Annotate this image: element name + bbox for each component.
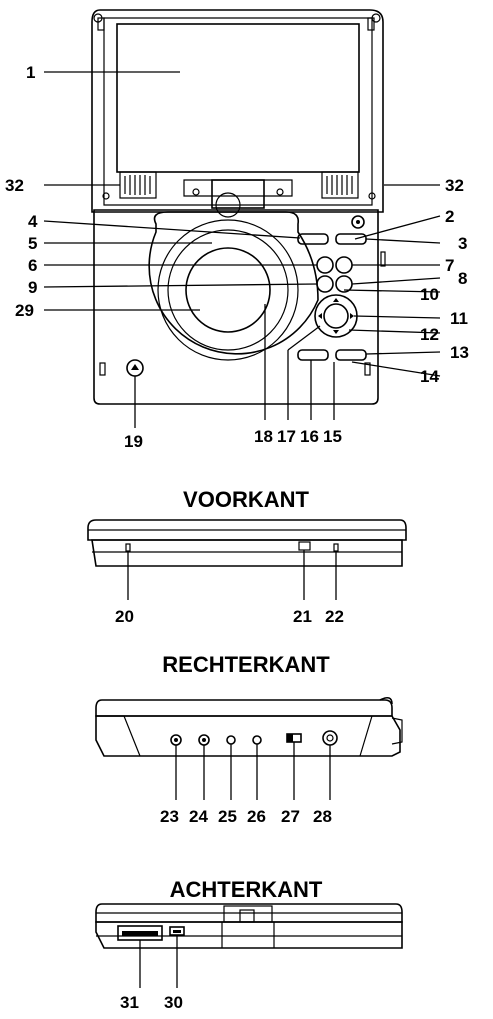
callout-22: 22: [325, 607, 344, 626]
speaker-left: [119, 171, 157, 199]
callout-19: 19: [124, 432, 143, 451]
callout-30: 30: [164, 993, 183, 1012]
callout-23: 23: [160, 807, 179, 826]
hinge-left-top: [97, 17, 105, 31]
callout-26: 26: [247, 807, 266, 826]
callout-lines-top: [43, 71, 441, 428]
callout-27: 27: [281, 807, 300, 826]
callout-29: 29: [15, 301, 34, 320]
callout-7: 7: [445, 256, 454, 275]
callout-10: 10: [420, 285, 439, 304]
callout-17: 17: [277, 427, 296, 446]
callout-9: 9: [28, 278, 37, 297]
top-view: [91, 9, 386, 405]
disc-center: [185, 247, 271, 333]
disc-cover: [148, 211, 319, 355]
callout-32-left: 32: [5, 176, 24, 195]
title-voorkant: VOORKANT: [183, 487, 309, 512]
jack-25[interactable]: [226, 735, 236, 745]
right-view: [95, 696, 403, 800]
callout-12: 12: [420, 325, 439, 344]
back-view: [95, 903, 403, 988]
callout-18: 18: [254, 427, 273, 446]
callout-1: 1: [26, 63, 35, 82]
callout-6: 6: [28, 256, 37, 275]
callout-8: 8: [458, 269, 467, 288]
callout-16: 16: [300, 427, 319, 446]
hinge-right-top: [367, 17, 375, 31]
callout-32-right: 32: [445, 176, 464, 195]
button-power-indicator: [351, 215, 365, 229]
front-port-22[interactable]: [333, 543, 339, 552]
disc-ring: [157, 219, 299, 361]
button-16[interactable]: [297, 349, 329, 361]
callout-2: 2: [445, 207, 454, 226]
callout-28: 28: [313, 807, 332, 826]
callout-11: 11: [450, 309, 468, 328]
callout-20: 20: [115, 607, 134, 626]
callout-13: 13: [450, 343, 469, 362]
title-achterkant: ACHTERKANT: [170, 877, 323, 902]
speaker-right: [321, 171, 359, 199]
callout-5: 5: [28, 234, 37, 253]
screen-lid-inner: [103, 17, 373, 206]
front-port-20[interactable]: [125, 543, 131, 552]
button-4[interactable]: [297, 233, 329, 245]
button-6[interactable]: [316, 256, 334, 274]
base-body: [93, 209, 379, 405]
callout-3: 3: [458, 234, 467, 253]
callout-24: 24: [189, 807, 208, 826]
callout-14: 14: [420, 367, 439, 386]
button-9[interactable]: [316, 275, 334, 293]
button-13[interactable]: [335, 349, 367, 361]
lid-hinge: [211, 179, 265, 209]
button-7[interactable]: [335, 256, 353, 274]
front-view: [87, 519, 407, 600]
callout-31: 31: [120, 993, 139, 1012]
callout-21: 21: [293, 607, 312, 626]
power-jack-28[interactable]: [322, 730, 338, 746]
lcd-screen: [116, 23, 360, 173]
callout-15: 15: [323, 427, 342, 446]
front-port-21[interactable]: [298, 541, 311, 551]
jack-26[interactable]: [252, 735, 262, 745]
button-2[interactable]: [335, 233, 367, 245]
callout-25: 25: [218, 807, 237, 826]
callout-4: 4: [28, 212, 38, 231]
title-rechterkant: RECHTERKANT: [162, 652, 330, 677]
screen-lid: [91, 9, 384, 213]
